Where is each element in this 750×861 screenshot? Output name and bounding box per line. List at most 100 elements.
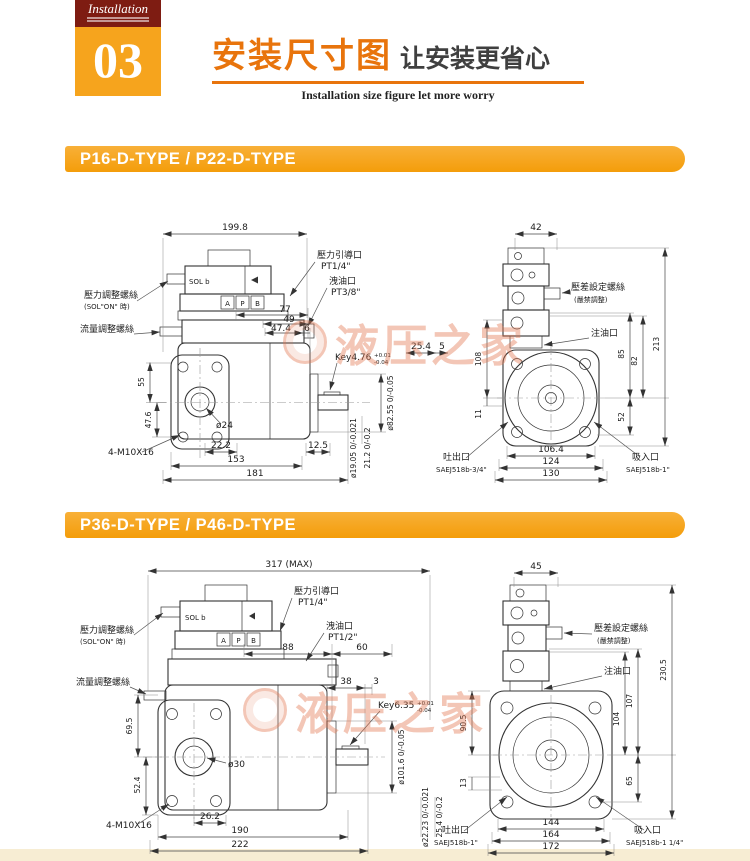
valve-block [502,650,550,682]
pilot-port-spec: PT1/4" [321,262,351,272]
dim-label: 13 [459,778,468,788]
key-dim-label: Key4.76 [335,353,372,363]
chapter-badge: Installation 03 [75,0,161,96]
fill-port-label: 注油口 [591,327,618,339]
dim-label: 22.2 [211,441,231,451]
pilot-port-boss [327,664,339,678]
valve-port-box [235,295,250,310]
adapter-block [509,680,543,692]
diff-screw-label: 壓差設定螺絲 [571,281,625,293]
screw-head [511,631,525,645]
flow-screw-label: 流量調整螺絲 [76,676,130,688]
leader-line [563,630,593,637]
shaft-dia-label: ø19.05 0/-0.021 [349,418,358,478]
dim-label: 144 [542,818,559,828]
screw-head [510,268,524,282]
bolt-hole [210,708,222,720]
adapter-plate [177,310,289,321]
dim-label: 213 [652,337,661,352]
key-tol-top: +0.01 [374,353,391,359]
p36-side-dimensions: 45 壓差設定螺絲 (嚴禁調整) 注油口 90.5 13 230.5 107 1… [434,562,683,856]
dim-label: 5 [439,342,445,352]
screw-head [528,271,536,279]
bolt-hole [588,701,602,715]
sol-label: SOL b [185,614,206,622]
leader-line [141,434,181,453]
bolt-note: 4-M10X16 [108,448,154,458]
dim-label: 11 [474,409,483,419]
valve-block [507,285,545,311]
diff-screw-note: (嚴禁調整) [574,295,608,304]
adapter-block [509,335,543,349]
dim-label: 25.4 [411,342,431,352]
inlet-spec: SAEJ518b-1" [626,466,670,474]
bolt-hole [166,708,178,720]
valve-port-p: P [240,300,244,308]
shaft-dia-label: ø22.23 0/-0.021 [421,787,430,847]
outlet-label: 吐出口 [442,824,469,836]
screw-head [515,588,525,598]
page-title-suffix: 让安装更省心 [400,45,551,73]
pressure-adjust-screw [160,606,181,618]
extension-lines [134,575,436,854]
dim-label: 90.5 [459,714,468,731]
dim-label: 172 [542,842,559,852]
dim-label: 230.5 [659,659,668,681]
dim-label: 88 [282,643,294,653]
dim-label: 130 [542,469,559,479]
valve-port-box [220,295,235,310]
pressure-screw-note: (SOL"ON" 時) [84,303,130,311]
pressure-screw-note: (SOL"ON" 時) [80,638,126,646]
dim-label: 181 [246,469,263,479]
sol-label: SOL b [189,278,210,286]
pump-body [177,342,311,440]
leader-line [561,289,571,295]
section-title: P16-D-TYPE / P22-D-TYPE [80,150,296,168]
pilot-port-label: 壓力引導口 [317,249,362,261]
page-title-block: 安装尺寸图让安装更省心 Installation size figure let… [212,28,584,103]
p36-front-view: SOL b A P B [143,584,385,823]
valve-port-p: P [236,637,240,645]
dim-label: 52.4 [133,776,142,793]
badge-fine-print-line [87,17,149,19]
bolt-hole [166,795,178,807]
dim-label: 107 [625,694,634,709]
screw-head [514,252,522,260]
leader-line [289,261,316,297]
dim-label: 38 [340,677,352,687]
centerlines [143,703,385,823]
pump-top-housing [167,658,337,686]
leader-line [543,675,603,690]
fill-port-label: 注油口 [604,665,631,677]
dim-label: 3 [373,677,379,687]
inlet-label: 吸入口 [634,825,661,836]
bolt-hole [211,361,223,373]
dim-label: 124 [542,457,559,467]
pump-body [164,684,328,811]
diff-setting-screw [545,626,563,640]
valve-port-a: A [225,300,230,308]
drawing-p16-p22: SOL b A P B [80,223,670,484]
drain-port-spec: PT1/2" [328,633,358,643]
dim-label: 199.8 [222,223,248,233]
dim-label: 52 [617,412,626,422]
valve-port-box [246,632,261,647]
bolt-hole [511,358,523,370]
valve-port-a: A [221,637,226,645]
chapter-number: 03 [93,32,143,88]
screw-head [510,659,524,673]
centerlines [497,346,605,452]
dim-label: 65 [625,776,634,786]
flow-screw-label: 流量調整螺絲 [80,323,134,335]
valve-port-b: B [251,637,256,645]
leader-line [129,686,147,695]
dim-label: 164 [542,830,559,840]
bolt-hole [211,431,223,443]
leader-line [465,421,509,459]
dim-label: 222 [231,840,248,850]
valve-port-box [250,295,265,310]
diff-setting-screw [543,287,561,300]
flow-adjust-screw [143,690,167,701]
leader-line [329,362,338,391]
